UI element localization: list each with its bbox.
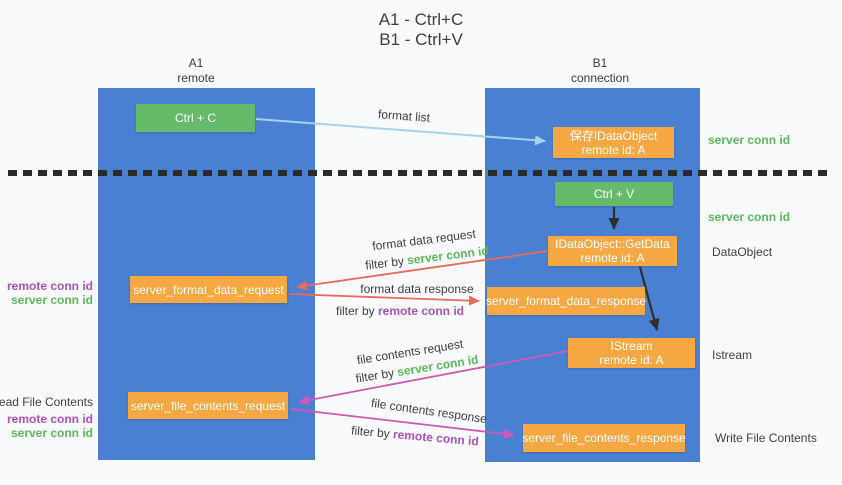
ctrl-v-label: Ctrl + V [593,187,635,201]
remote-conn-id-key: remote conn id [378,304,465,318]
getdata-line2: remote id: A [580,251,645,265]
right-column-header: B1 connection [494,56,706,86]
ctrl-v-box: Ctrl + V [555,182,673,206]
title-line-1: A1 - Ctrl+C [378,10,464,29]
remote-conn-id-annotation-bottom: remote conn id [6,412,93,426]
filter-by-text: filter by [354,365,399,386]
server-file-contents-response-box: server_file_contents_response [522,424,686,452]
title-line-2: B1 - Ctrl+V [379,30,463,49]
server-conn-id-annotation-mid: server conn id [708,210,791,224]
server-format-data-request-box: server_format_data_request [130,276,287,303]
format-data-response-label: format data response [360,282,474,296]
file-contents-response-label: file contents response [370,395,488,427]
server-file-contents-response-label: server_file_contents_response [522,431,686,445]
left-column-role: remote [177,71,215,85]
ctrl-c-box: Ctrl + C [136,104,255,132]
getdata-line1: IDataObject::GetData [555,237,670,251]
page-title: A1 - Ctrl+C B1 - Ctrl+V [0,10,842,50]
istream-line1: IStream [610,339,653,353]
istream-annotation: Istream [712,348,753,362]
istream-line2: remote id: A [599,353,664,367]
dataobject-annotation: DataObject [712,245,773,259]
left-column-header: A1 remote [90,56,302,86]
format-data-response-filter-label: filter by remote conn id [336,304,464,318]
filter-by-text: filter by [335,304,378,318]
save-dataobject-line1: 保存IDataObject [569,128,658,143]
read-file-contents-annotation: Read File Contents [0,395,93,409]
format-list-label: format list [377,107,431,125]
save-dataobject-line2: remote id: A [581,142,646,157]
right-column-name: B1 [592,56,608,70]
server-conn-id-annotation-left-bottom: server conn id [10,426,93,440]
write-file-contents-annotation: Write File Contents [715,431,817,445]
filter-by-text: filter by [364,253,408,273]
server-format-data-request-label: server_format_data_request [133,282,284,297]
right-column-role: connection [570,71,630,85]
server-format-data-response-label: server_format_data_response [485,294,647,308]
server-file-contents-request-box: server_file_contents_request [128,392,288,419]
server-file-contents-request-label: server_file_contents_request [130,398,286,413]
istream-box: IStream remote id: A [568,338,695,368]
save-dataobject-box: 保存IDataObject remote id: A [553,127,674,158]
server-conn-id-annotation-top: server conn id [708,133,791,147]
filter-by-text: filter by [350,423,394,442]
file-contents-response-filter-label: filter by remote conn id [351,423,480,448]
session-separator-line [8,170,830,176]
left-column-name: A1 [188,56,204,70]
server-conn-id-annotation-left-top: server conn id [10,293,93,307]
getdata-box: IDataObject::GetData remote id: A [548,236,677,266]
server-format-data-response-box: server_format_data_response [485,287,647,315]
remote-conn-id-key: remote conn id [392,427,480,449]
ctrl-c-label: Ctrl + C [174,111,216,125]
remote-conn-id-annotation-top: remote conn id [6,279,93,293]
